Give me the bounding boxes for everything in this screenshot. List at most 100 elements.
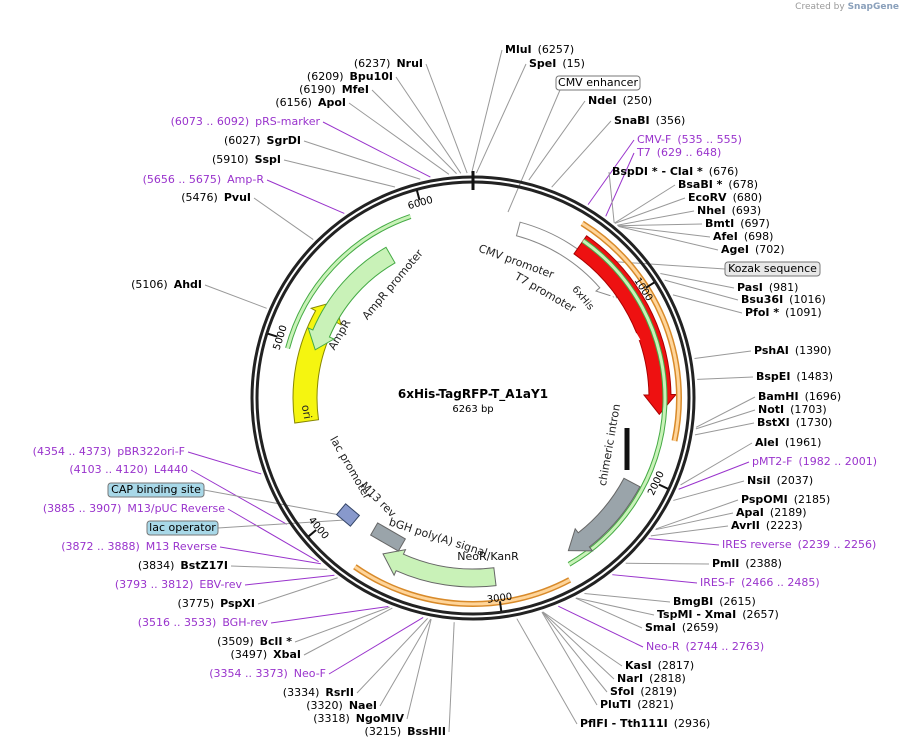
primer-label-left-17: (3516 .. 3533)BGH-rev xyxy=(138,616,269,629)
cap-binding-site-box: CAP binding site xyxy=(107,482,205,498)
leader-line xyxy=(270,605,389,624)
restriction-site-label: (5476)PvuI xyxy=(181,191,251,204)
enzyme-position: (3497) xyxy=(231,648,268,661)
restriction-site-label: (6190)MfeI xyxy=(299,83,369,96)
leader-line xyxy=(541,611,598,706)
leader-line xyxy=(507,89,561,213)
restriction-site-label: NdeI(250) xyxy=(588,94,652,107)
enzyme-position: (2223) xyxy=(766,519,803,532)
enzyme-name: AvrII xyxy=(731,519,760,532)
leader-line xyxy=(217,519,346,529)
enzyme-position: (2659) xyxy=(682,621,719,634)
leader-line xyxy=(219,546,321,565)
enzyme-label-right-10: BmtI(697) xyxy=(705,217,770,230)
leader-line xyxy=(253,197,314,240)
enzyme-name: NaeI xyxy=(349,699,377,712)
enzyme-label-right-14: Bsu36I(1016) xyxy=(741,293,826,306)
primer-name: pBR322ori-F xyxy=(117,445,185,458)
enzyme-position: (6027) xyxy=(224,134,261,147)
snapgene-credit: Created by SnapGene xyxy=(795,2,899,12)
restriction-site-label: EcoRV(680) xyxy=(688,191,762,204)
leader-line xyxy=(528,100,586,181)
enzyme-name: RsrII xyxy=(325,686,354,699)
enzyme-label-right-9: NheI(693) xyxy=(697,204,761,217)
enzyme-label-right-15: PfoI *(1091) xyxy=(745,306,822,319)
restriction-site-label: PluTI(2821) xyxy=(600,698,674,711)
restriction-site-label: SmaI(2659) xyxy=(645,621,718,634)
lac-operator-box-box xyxy=(146,520,219,536)
leader-line xyxy=(283,159,396,188)
restriction-site-label: PmlI(2388) xyxy=(712,557,782,570)
scale-tick-label-3000: 3000 xyxy=(486,592,513,606)
enzyme-name: BspDI * - ClaI * xyxy=(612,165,703,178)
primer-name: BGH-rev xyxy=(222,616,268,629)
restriction-site-label: AgeI(702) xyxy=(721,243,785,256)
leader-line xyxy=(230,565,328,570)
cmv-enhancer-box-text: CMV enhancer xyxy=(558,76,638,89)
orange-arc-right-fill xyxy=(581,222,681,442)
restriction-site-label: TspMI - XmaI(2657) xyxy=(657,608,779,621)
scale-tick-6000 xyxy=(415,190,421,201)
enzyme-name: NsiI xyxy=(747,474,771,487)
restriction-site-label: BmtI(697) xyxy=(705,217,770,230)
primer-position: (535 .. 555) xyxy=(677,133,742,146)
enzyme-label-right-19: NotI(1703) xyxy=(758,403,827,416)
restriction-site-label: (3509)BclI * xyxy=(217,635,292,648)
enzyme-label-left-19: (3497)XbaI xyxy=(231,648,301,661)
primer-label-left-7: (5656 .. 5675)Amp-R xyxy=(143,173,265,186)
leader-line xyxy=(558,605,644,648)
leader-line xyxy=(371,89,457,174)
ires-arrow xyxy=(567,477,641,552)
restriction-site-label: (3775)PspXI xyxy=(178,597,255,610)
primer-site-label: pMT2-F(1982 .. 2001) xyxy=(752,455,877,468)
enzyme-name: AgeI xyxy=(721,243,749,256)
enzyme-name: PmlI xyxy=(712,557,739,570)
enzyme-label-right-0: MluI(6257) xyxy=(505,43,574,56)
enzyme-position: (678) xyxy=(728,178,758,191)
leader-line xyxy=(617,225,711,238)
restriction-site-label: (3497)XbaI xyxy=(231,648,301,661)
leader-line xyxy=(190,469,288,525)
enzyme-position: (2936) xyxy=(674,717,711,730)
primer-name: EBV-rev xyxy=(199,578,242,591)
leader-line xyxy=(187,451,262,475)
restriction-site-label: BspEI(1483) xyxy=(756,370,833,383)
restriction-site-label: (6027)SgrDI xyxy=(224,134,301,147)
site-labels: MluI(6257)SpeI(15)NdeI(250)SnaBI(356)CMV… xyxy=(33,43,877,738)
plasmid-size: 6263 bp xyxy=(452,404,493,415)
enzyme-label-right-26: AvrII (2223) xyxy=(731,519,802,532)
neor-kanr-arrow xyxy=(382,548,497,588)
primer-label-left-11: (4103 .. 4120)L4440 xyxy=(69,463,188,476)
enzyme-position: (2615) xyxy=(719,595,756,608)
leader-line xyxy=(425,63,468,174)
enzyme-label-left-21: (3334)RsrII xyxy=(283,686,354,699)
leader-line xyxy=(576,597,655,616)
enzyme-label-right-31: TspMI - XmaI(2657) xyxy=(657,608,779,621)
enzyme-label-left-22: (3320)NaeI xyxy=(306,699,377,712)
enzyme-label-left-3: (6156)ApoI xyxy=(275,96,346,109)
enzyme-label-right-30: BmgBI(2615) xyxy=(673,595,756,608)
enzyme-label-right-20: BstXI (1730) xyxy=(757,416,832,429)
primer-label-right-4: CMV-F (535 .. 555) xyxy=(637,133,742,146)
scale-tick-5000 xyxy=(267,332,278,338)
enzyme-label-right-24: PspOMI(2185) xyxy=(741,493,830,506)
enzyme-position: (2821) xyxy=(637,698,674,711)
scale-tick-label-6000: 6000 xyxy=(407,195,434,212)
restriction-site-label: (3215)BssHII xyxy=(365,725,446,738)
restriction-site-label: BsaBI *(678) xyxy=(678,178,758,191)
enzyme-position: (1730) xyxy=(796,416,833,429)
enzyme-name: BstXI xyxy=(757,416,790,429)
leader-line xyxy=(655,512,734,531)
enzyme-name: MluI xyxy=(505,43,532,56)
enzyme-position: (15) xyxy=(562,57,585,70)
enzyme-label-right-6: BspDI * - ClaI *(676) xyxy=(612,165,738,178)
enzyme-position: (1703) xyxy=(790,403,827,416)
restriction-site-label: NheI(693) xyxy=(697,204,761,217)
restriction-site-label: (3318)NgoMIV xyxy=(313,712,404,725)
leader-line xyxy=(406,618,432,720)
primer-name: CMV-F xyxy=(637,133,671,146)
enzyme-name: EcoRV xyxy=(688,191,727,204)
primer-label-right-22: pMT2-F(1982 .. 2001) xyxy=(752,455,877,468)
green-arc-right-fill xyxy=(568,239,667,566)
bgh-polya-box xyxy=(369,522,407,552)
